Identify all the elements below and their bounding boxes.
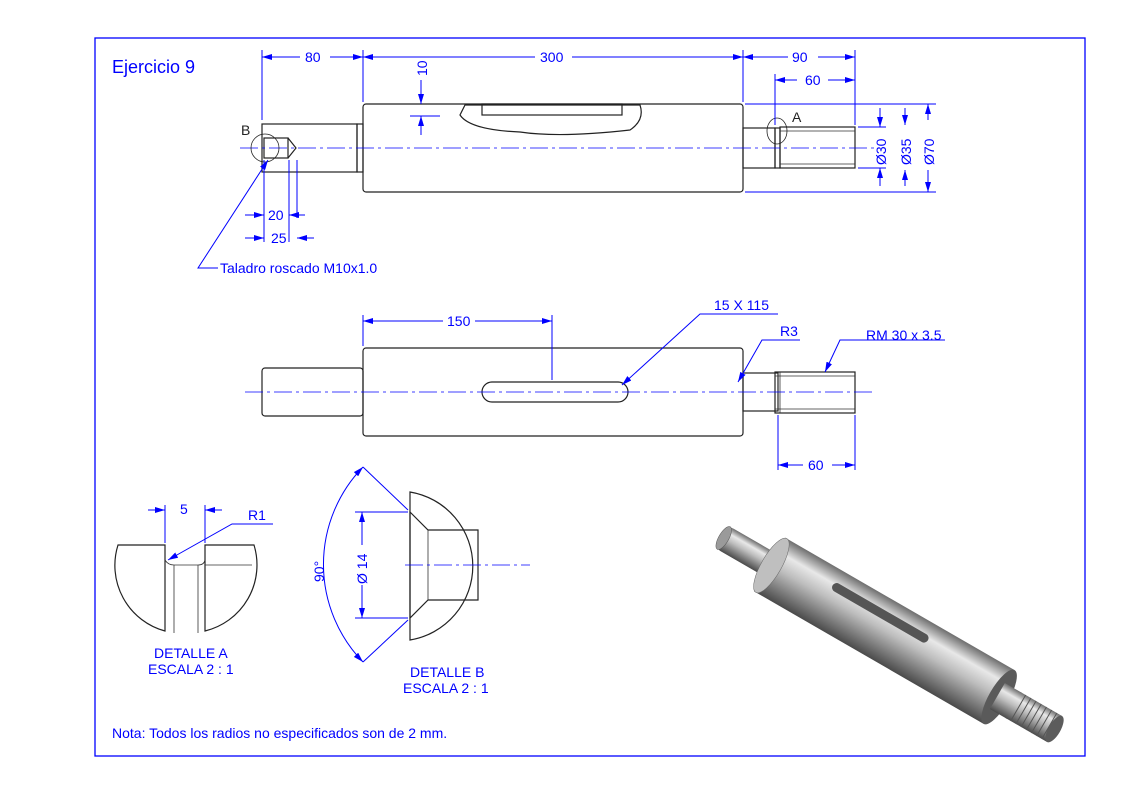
thread-callout: RM 30 x 3.5 [866,327,942,343]
dim-80: 80 [305,49,321,65]
top-view: 150 15 X 115 R3 RM 30 x 3.5 60 [245,297,945,473]
frame-border [94,37,1086,757]
dim-25: 25 [271,230,287,246]
dim-dia-30: Ø30 [873,138,889,165]
dim-5: 5 [180,501,188,517]
dim-20: 20 [268,207,284,223]
detail-a: 5 R1 DETALLE A ESCALA 2 : 1 [114,501,273,677]
keyway-section [459,104,642,136]
dim-300: 300 [540,49,564,65]
dim-90-deg: 90° [311,561,327,582]
exercise-title: Ejercicio 9 [112,57,195,77]
general-note: Nota: Todos los radios no especificados … [112,725,447,741]
detail-a-scale: ESCALA 2 : 1 [148,661,234,677]
detail-b-scale: ESCALA 2 : 1 [403,680,489,696]
front-view: B A 80 300 90 60 10 Ø30 Ø3 [197,49,937,276]
detail-a-marker [766,117,788,145]
dim-60-top: 60 [805,72,821,88]
dim-dia-14: Ø 14 [354,553,370,584]
dim-r1: R1 [248,507,266,523]
detail-b-label: DETALLE B [410,664,484,680]
dim-r3: R3 [780,323,798,339]
dim-60-bottom: 60 [808,457,824,473]
dim-dia-70: Ø70 [921,138,937,165]
threaded-hole-note: Taladro roscado M10x1.0 [220,260,377,276]
detail-a-letter: A [792,109,802,125]
detail-b-letter: B [241,122,250,138]
dim-150: 150 [447,313,471,329]
dim-10: 10 [414,60,430,76]
dim-90: 90 [792,49,808,65]
dim-slot-size: 15 X 115 [714,297,769,313]
thread-end [779,126,856,169]
isometric-view [715,526,1064,743]
dim-dia-35: Ø35 [898,138,914,165]
detail-b: Ø 14 90° DETALLE B ESCALA 2 : 1 [311,466,530,696]
detail-a-label: DETALLE A [154,645,228,661]
